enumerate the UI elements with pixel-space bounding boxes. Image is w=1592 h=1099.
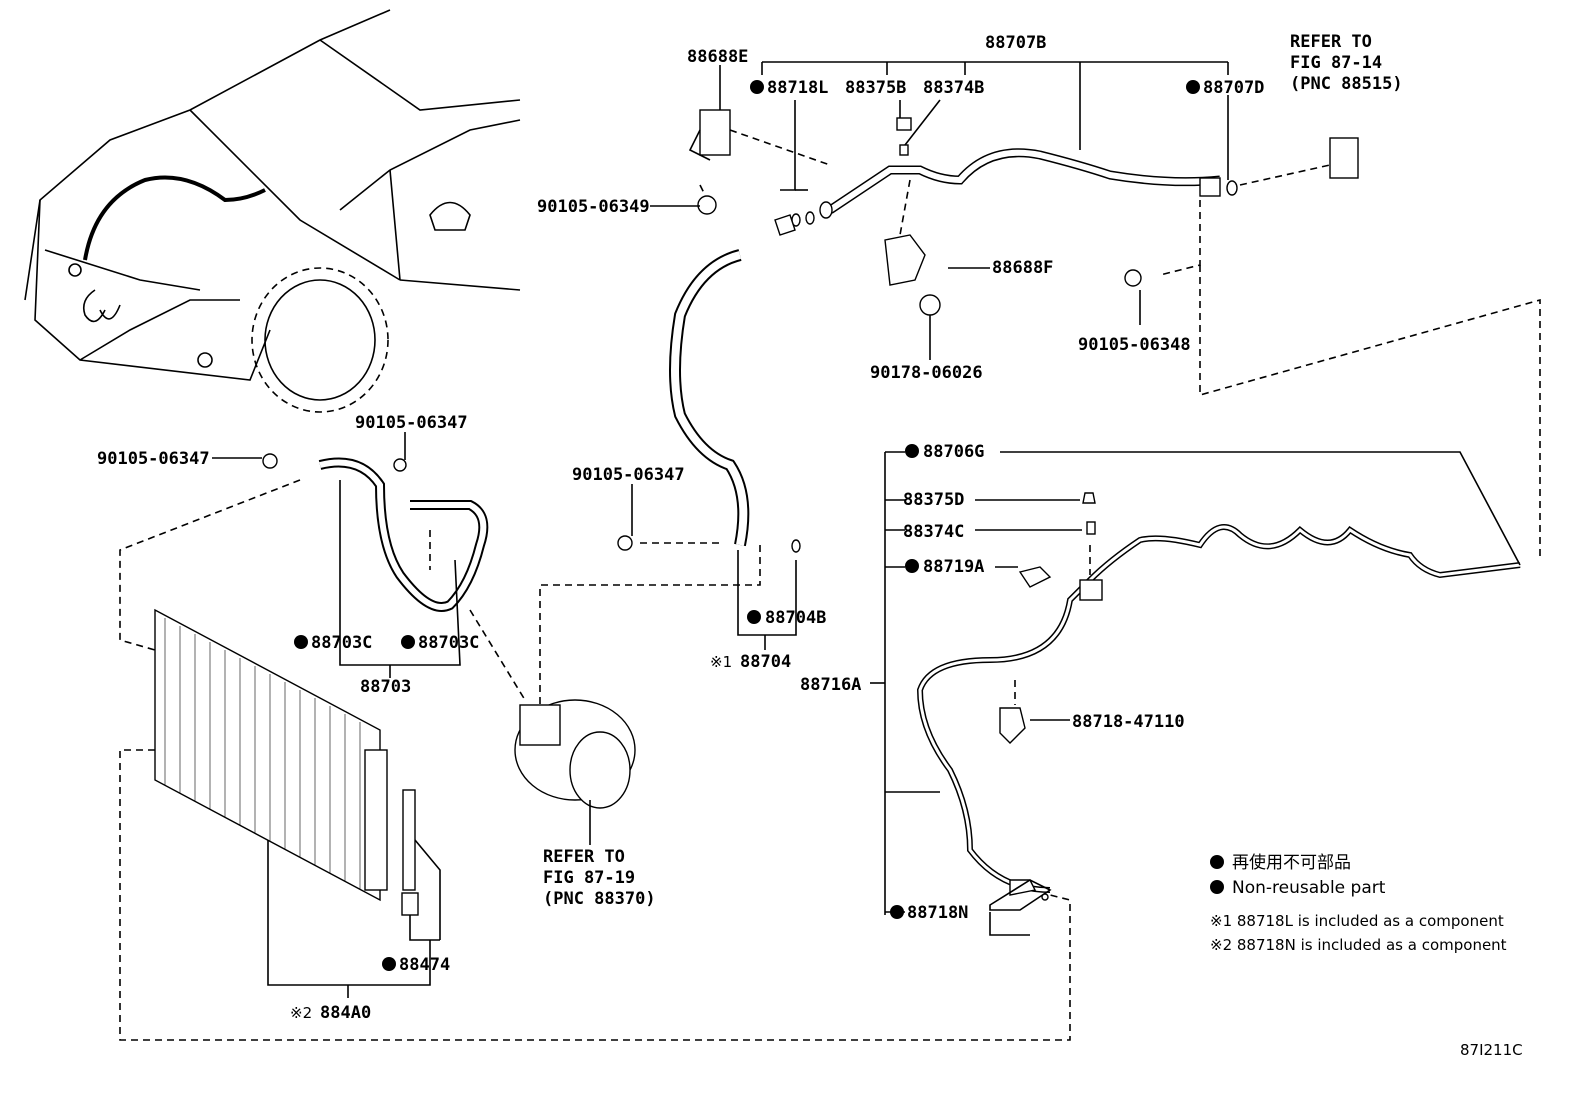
callout-88703C-right: 88703C xyxy=(418,633,479,653)
callout-90178-06026: 90178-06026 xyxy=(870,363,983,383)
callout-88704B: 88704B xyxy=(765,608,826,628)
callout-88688E: 88688E xyxy=(687,47,748,67)
compressor xyxy=(514,699,636,809)
leader-lines xyxy=(212,61,1521,998)
refer-mid-line3: (PNC 88370) xyxy=(543,889,656,909)
refer-top-line1: REFER TO xyxy=(1290,32,1372,52)
callout-88703: 88703 xyxy=(360,677,411,697)
condenser xyxy=(154,608,419,916)
callout-88707D: 88707D xyxy=(1203,78,1264,98)
liquid-pipe-assembly xyxy=(916,492,1521,911)
refer-top-line2: FIG 87-14 xyxy=(1290,53,1382,73)
callout-88706G: 88706G xyxy=(923,442,984,462)
callout-88718L: 88718L xyxy=(767,78,828,98)
callout-88375D: 88375D xyxy=(903,490,964,510)
discharge-hose-88703 xyxy=(262,453,489,612)
legend-dot xyxy=(1210,880,1224,894)
callout-88375B: 88375B xyxy=(845,78,906,98)
vehicle-front-illustration xyxy=(24,9,521,413)
non-reusable-dot xyxy=(890,905,904,919)
callout-90105-06349: 90105-06349 xyxy=(537,197,650,217)
suction-hose xyxy=(617,249,801,553)
non-reusable-dot xyxy=(1186,80,1200,94)
callout-88474: 88474 xyxy=(399,955,450,975)
dashed-guides xyxy=(119,129,1541,1041)
callout-88716A: 88716A xyxy=(800,675,861,695)
non-reusable-dot xyxy=(294,635,308,649)
legend-note1: ※1 88718L is included as a component xyxy=(1210,912,1504,930)
callout-labels: 88688E 88707B 88718L 88375B 88374B 88707… xyxy=(97,32,1403,1023)
refer-mid-line2: FIG 87-19 xyxy=(543,868,635,888)
non-reusable-dot xyxy=(905,559,919,573)
callout-88703C-left: 88703C xyxy=(311,633,372,653)
callout-88719A: 88719A xyxy=(923,557,984,577)
non-reusable-dot xyxy=(750,80,764,94)
callout-884A0: 884A0 xyxy=(320,1003,371,1023)
non-reusable-dot xyxy=(905,444,919,458)
callout-90105-06347-left: 90105-06347 xyxy=(97,449,210,469)
legend: 再使用不可部品 Non-reusable part ※1 88718L is i… xyxy=(1210,852,1507,954)
callout-88707B: 88707B xyxy=(985,33,1046,53)
callout-88704: 88704 xyxy=(740,652,791,672)
callout-90105-06348: 90105-06348 xyxy=(1078,335,1191,355)
figure-id: 87I211C xyxy=(1460,1041,1523,1059)
callout-88718-47110: 88718-47110 xyxy=(1072,712,1185,732)
refer-mid-line1: REFER TO xyxy=(543,847,625,867)
legend-jp: 再使用不可部品 xyxy=(1232,852,1351,873)
non-reusable-dot xyxy=(747,610,761,624)
legend-en: Non-reusable part xyxy=(1232,878,1386,898)
callout-88374C: 88374C xyxy=(903,522,964,542)
legend-note2: ※2 88718N is included as a component xyxy=(1210,936,1507,954)
discharge-hose-assembly xyxy=(688,109,1359,316)
callout-88374B: 88374B xyxy=(923,78,984,98)
legend-dot xyxy=(1210,855,1224,869)
refer-top-line3: (PNC 88515) xyxy=(1290,74,1403,94)
callout-88704-mark: ※1 xyxy=(710,653,732,671)
callout-884A0-mark: ※2 xyxy=(290,1004,312,1022)
non-reusable-dot xyxy=(382,957,396,971)
non-reusable-dot xyxy=(401,635,415,649)
callout-90105-06347-mid: 90105-06347 xyxy=(572,465,685,485)
callout-90105-06347-top: 90105-06347 xyxy=(355,413,468,433)
callout-88718N: 88718N xyxy=(907,903,968,923)
callout-88688F: 88688F xyxy=(992,258,1053,278)
